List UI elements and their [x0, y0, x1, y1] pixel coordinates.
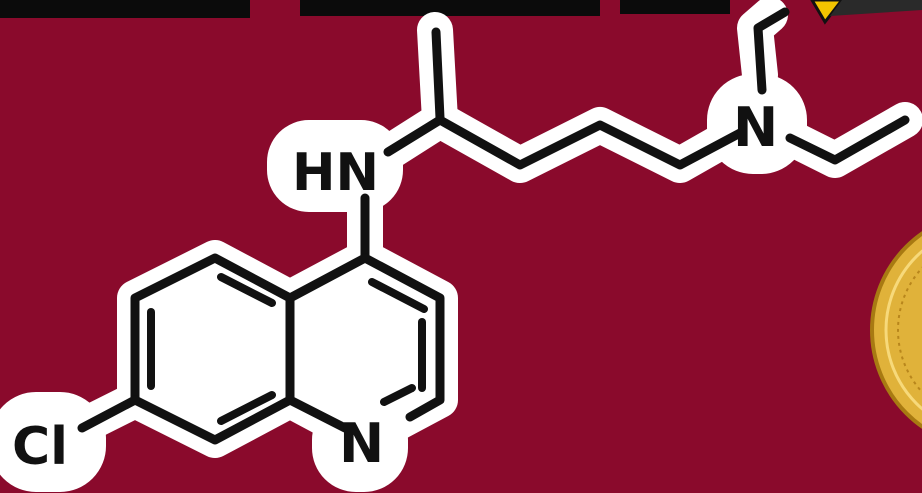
bond-pyridine-ring: [285, 253, 445, 422]
pencil-icon: [810, 0, 922, 25]
bond-methyl: [431, 27, 445, 123]
bond-ethyl-upper: [753, 7, 790, 95]
bond-c-cl: [77, 395, 140, 433]
gold-coin-icon: [870, 231, 922, 429]
bond-pyridine-ring-b: [285, 395, 350, 433]
atom-label-cl: Cl: [12, 417, 68, 477]
atom-label-nh: HN: [292, 143, 379, 203]
ring-fill: [135, 258, 440, 440]
bond-side-chain: [383, 115, 747, 170]
bond-benzene-ring: [130, 253, 295, 445]
top-banner-remnant: [0, 0, 730, 18]
double-bond-lines: [147, 273, 428, 425]
atom-label-n-ring: N: [339, 412, 384, 475]
bond-lines: [77, 7, 910, 445]
atom-label-n-tertiary: N: [733, 96, 778, 159]
bond-ethyl-right: [785, 115, 910, 165]
